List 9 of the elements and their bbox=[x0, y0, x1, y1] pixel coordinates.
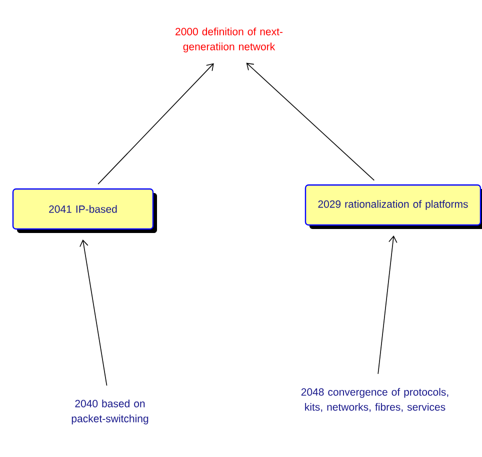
note-text: 2040 based on packet-switching bbox=[72, 400, 148, 424]
arrow bbox=[246, 62, 375, 181]
arrow bbox=[98, 63, 214, 184]
process-box: 2029 rationalization of platforms bbox=[304, 184, 482, 229]
arrow bbox=[80, 239, 108, 386]
process-box: 2041 IP-based bbox=[12, 188, 157, 233]
goal-text: 2000 definition of next-generatiion network bbox=[176, 28, 282, 52]
arrow bbox=[378, 236, 398, 374]
note-text: 2048 convergence of protocols, kits, networks, fibres, services bbox=[301, 388, 448, 412]
